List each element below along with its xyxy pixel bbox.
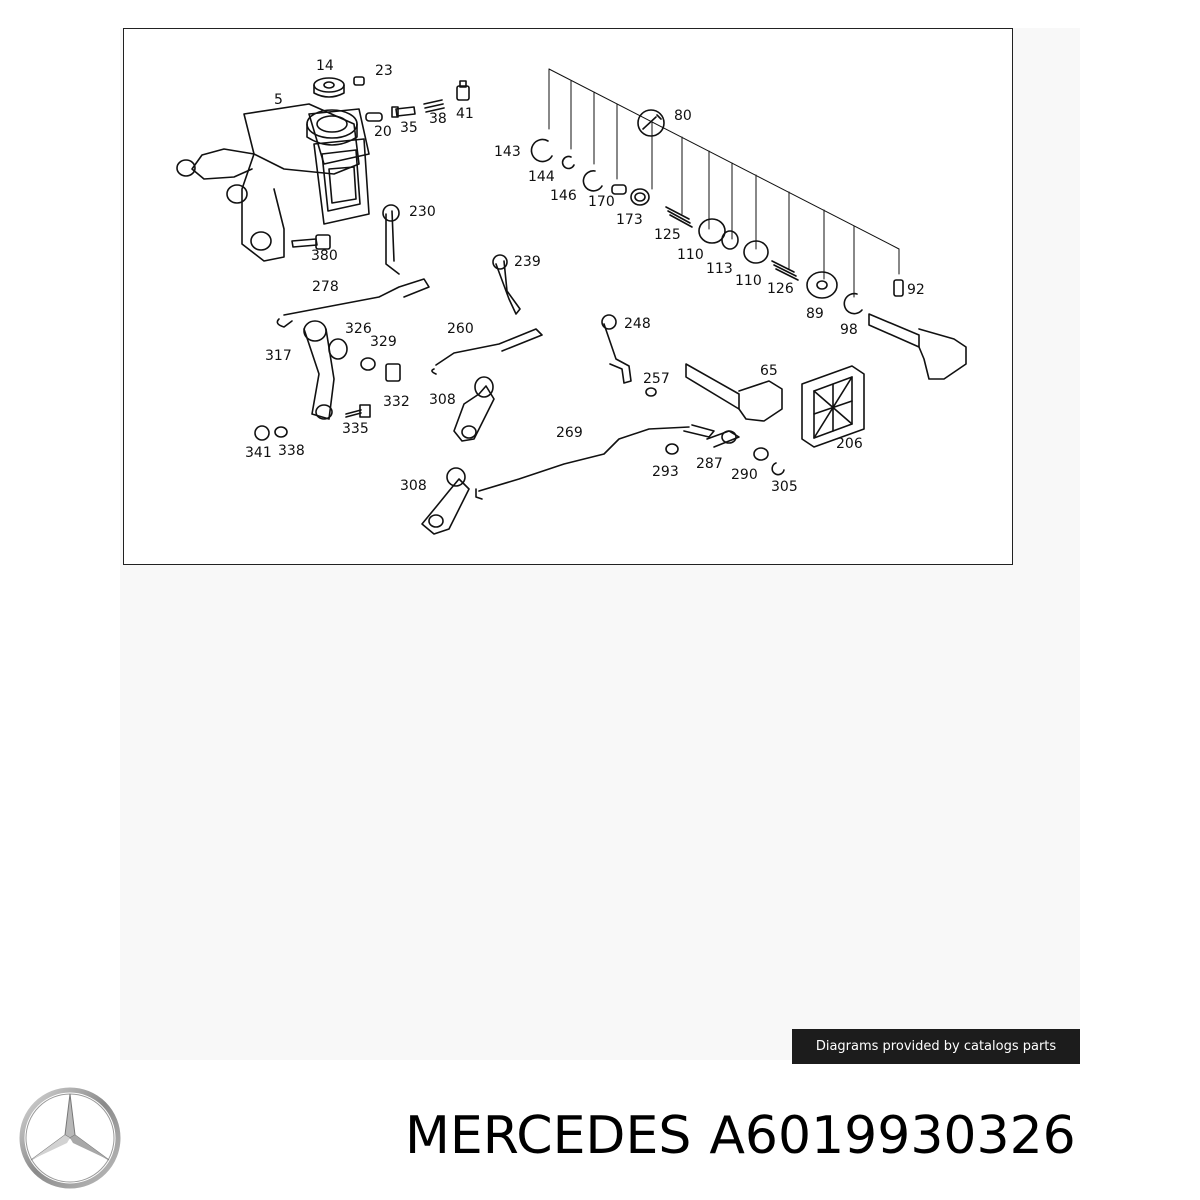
callout-329: 329 (370, 334, 397, 350)
callout-126: 126 (767, 281, 794, 297)
callout-239: 239 (514, 254, 541, 270)
callout-89: 89 (806, 306, 824, 322)
callout-287: 287 (696, 456, 723, 472)
callout-326: 326 (345, 321, 372, 337)
leader-lines (548, 68, 900, 298)
housing-hardware-parts (313, 76, 470, 122)
exploded-view-drawing: 14 23 5 20 35 38 41 80 143 144 146 170 1… (176, 58, 967, 535)
callout-110-b: 110 (735, 273, 762, 289)
callout-38: 38 (429, 111, 447, 127)
callout-125: 125 (654, 227, 681, 243)
callout-144: 144 (528, 169, 555, 185)
callout-290: 290 (731, 467, 758, 483)
callout-278: 278 (312, 279, 339, 295)
callout-317: 317 (265, 348, 292, 364)
callout-23: 23 (375, 63, 393, 79)
callout-113: 113 (706, 261, 733, 277)
callout-80: 80 (674, 108, 692, 124)
callout-14: 14 (316, 58, 334, 74)
callout-308-b: 308 (400, 478, 427, 494)
callout-20: 20 (374, 124, 392, 140)
callout-248: 248 (624, 316, 651, 332)
callout-338: 338 (278, 443, 305, 459)
callout-293: 293 (652, 464, 679, 480)
callout-65: 65 (760, 363, 778, 379)
cover-grid-part (801, 365, 865, 448)
callout-98: 98 (840, 322, 858, 338)
ring-and-seal-parts (530, 138, 904, 315)
callout-308: 308 (429, 392, 456, 408)
callout-380: 380 (311, 248, 338, 264)
callout-92: 92 (907, 282, 925, 298)
callout-41: 41 (456, 106, 474, 122)
callout-335: 335 (342, 421, 369, 437)
callout-257: 257 (643, 371, 670, 387)
diagram-credit-banner: Diagrams provided by catalogs parts (792, 1029, 1080, 1064)
callout-143: 143 (494, 144, 521, 160)
brand-part-heading: MERCEDES A6019930326 (405, 1106, 1076, 1166)
callout-173: 173 (616, 212, 643, 228)
callout-110: 110 (677, 247, 704, 263)
brand-name: MERCEDES (405, 1106, 692, 1166)
callout-206: 206 (836, 436, 863, 452)
callout-332: 332 (383, 394, 410, 410)
callout-170: 170 (588, 194, 615, 210)
callout-35: 35 (400, 120, 418, 136)
callout-305: 305 (771, 479, 798, 495)
part-number: A6019930326 (709, 1106, 1076, 1166)
parts-diagram: 14 23 5 20 35 38 41 80 143 144 146 170 1… (123, 28, 1013, 565)
callout-230: 230 (409, 204, 436, 220)
mercedes-star-icon (18, 1086, 122, 1190)
callout-341: 341 (245, 445, 272, 461)
callout-labels: 14 23 5 20 35 38 41 80 143 144 146 170 1… (245, 58, 925, 495)
shift-housing-part (176, 103, 370, 262)
callout-5: 5 (274, 92, 283, 108)
callout-146: 146 (550, 188, 577, 204)
callout-269: 269 (556, 425, 583, 441)
callout-260: 260 (447, 321, 474, 337)
lever-317-part (254, 320, 401, 441)
